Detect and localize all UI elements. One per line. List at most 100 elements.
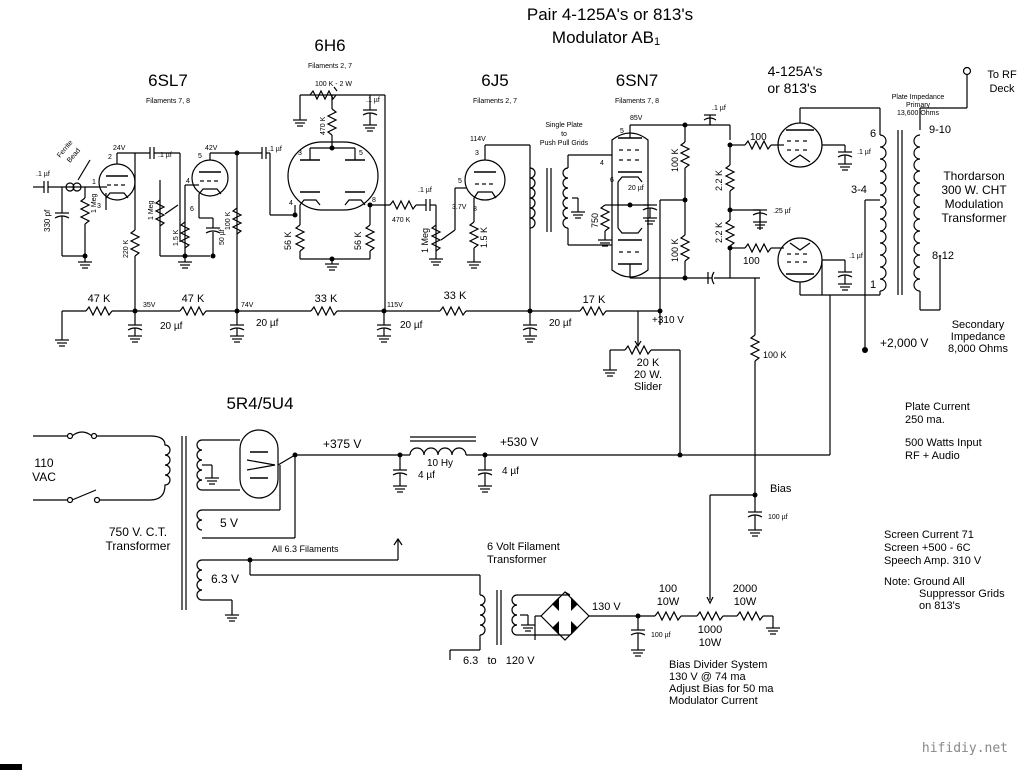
r2000-2: 10W	[734, 596, 757, 608]
pin-3-label: 3	[97, 203, 101, 210]
sec-imp-1: Secondary	[952, 319, 1005, 331]
r100k-label: 100 K	[225, 211, 232, 230]
v110-1: 110	[34, 456, 53, 470]
r-grid-label: 1 Meg	[91, 193, 98, 213]
v37-label: 3.7V	[452, 204, 467, 211]
v530-label: +530 V	[500, 435, 538, 449]
r100-a-label: 100	[750, 132, 767, 143]
v310-label: +310 V	[652, 315, 684, 326]
bias-label: Bias	[770, 483, 792, 495]
r470k-label: 470 K	[320, 116, 327, 135]
bias-divider-4: Modulator Current	[669, 695, 758, 707]
pin-5-label: 5	[198, 153, 202, 160]
v5-label: 5 V	[220, 516, 238, 530]
note-screen-3: Speech Amp. 310 V	[884, 555, 982, 567]
pt-label-1: 750 V. C.T.	[109, 525, 167, 539]
spp-label-1: Single Plate	[545, 122, 582, 129]
tube-rectifier-name: 5R4/5U4	[226, 394, 293, 413]
tube-final-name-1: 4-125A's	[768, 63, 823, 79]
r2k2-b-label: 2.2 K	[714, 222, 724, 243]
pin-6h6-5: 5	[359, 150, 363, 157]
pin-6j5-3: 3	[475, 150, 479, 157]
r100-b-label: 100	[743, 256, 760, 267]
plate-imp-1: Plate Impedance	[892, 94, 945, 101]
bias-divider-3: Adjust Bias for 50 ma	[669, 683, 774, 695]
pin-6sn7-4: 4	[600, 160, 604, 167]
r33k-1-label: 33 K	[315, 293, 338, 305]
xfmr-pin-6: 6	[870, 128, 876, 140]
r100k-bias-label: 100 K	[763, 350, 787, 360]
c100b-label: 100 µf	[651, 632, 671, 639]
sec-imp-2: Impedance	[951, 331, 1005, 343]
c01g-label: .1 µf	[849, 253, 863, 260]
final-tube-upper	[777, 122, 823, 168]
v85-label: 85V	[630, 115, 643, 122]
note-plate-current-1: Plate Current	[905, 401, 970, 413]
pin-6sn7-6: 6	[610, 177, 614, 184]
spp-label-3: Push Pull Grids	[540, 140, 589, 147]
c01b-label: .1 µf	[268, 146, 282, 153]
r100k-a-label: 100 K	[670, 148, 680, 172]
tube-6h6-name: 6H6	[314, 36, 345, 55]
component-labels: Ferrite Bead .1 µf 1 Meg 330 pf 2 1 3 24…	[32, 69, 1017, 707]
pin-6sn7-5: 5	[620, 128, 624, 135]
xfmr-pin-910: 9-10	[929, 124, 951, 136]
xfmr-pin-1: 1	[870, 279, 876, 291]
sec-imp-3: 8,000 Ohms	[948, 343, 1008, 355]
r56k-2-label: 56 K	[353, 231, 363, 250]
v110-2: VAC	[32, 470, 56, 484]
pin-6h6-8: 8	[372, 197, 376, 204]
pin-6j5-8: 8	[473, 206, 477, 213]
tube-6sl7-a	[98, 153, 136, 210]
input-stage	[33, 159, 98, 269]
note-plate-current-2: 250 ma.	[905, 414, 945, 426]
tube-6j5-filaments: Filaments 2, 7	[473, 98, 517, 105]
c25-label: .25 µf	[773, 208, 791, 215]
r100k-b-label: 100 K	[670, 238, 680, 262]
xfmr-pin-812: 8-12	[932, 250, 954, 262]
r17k-label: 17 K	[583, 294, 606, 306]
r1000-2: 10W	[699, 637, 722, 649]
note-watts-2: RF + Audio	[905, 450, 960, 462]
pin-1-label: 1	[92, 179, 96, 186]
tube-final-name-2: or 813's	[767, 80, 816, 96]
xfmr-name-1: Thordarson	[943, 169, 1004, 183]
v6312-label: 6.3 to 120 V	[463, 655, 535, 667]
r47k-1-label: 47 K	[88, 293, 111, 305]
pin-6h6-4: 4	[289, 200, 293, 207]
r1meg-label: 1 Meg	[148, 200, 155, 220]
tube-6h6	[287, 141, 379, 211]
r750-label: 750	[590, 213, 600, 228]
v42-label: 42V	[205, 145, 218, 152]
r56k-1-label: 56 K	[283, 231, 293, 250]
tube-6sn7-name: 6SN7	[616, 71, 659, 90]
r33k-2-label: 33 K	[444, 290, 467, 302]
input-cap-label: .1 µf	[36, 171, 50, 178]
note-watts-1: 500 Watts Input	[905, 437, 982, 449]
r2000-1: 2000	[733, 583, 757, 595]
v35-label: 35V	[143, 302, 156, 309]
tube-6j5	[464, 159, 506, 201]
tube-6sl7-b	[191, 153, 229, 197]
r2k2-a-label: 2.2 K	[714, 170, 724, 191]
r47k-2-label: 47 K	[182, 293, 205, 305]
choke-label: 10 Hy	[427, 458, 453, 469]
tube-6sn7-filaments: Filaments 7, 8	[615, 98, 659, 105]
pot20k-3: Slider	[634, 381, 662, 393]
r1k5-label: 1.5 K	[173, 229, 180, 246]
final-tube-lower	[777, 237, 823, 283]
c20-2-label: 20 µf	[256, 318, 279, 329]
v2000-label: +2,000 V	[880, 336, 928, 350]
pt-label-2: Transformer	[106, 539, 171, 553]
v24-label: 24V	[113, 145, 126, 152]
c4b-label: 4 µf	[502, 466, 519, 477]
c4a-label: 4 µf	[418, 470, 435, 481]
plate-imp-3: 13,600 Ohms	[897, 110, 940, 117]
v115-label: 115V	[387, 302, 403, 309]
note-screen-1: Screen Current 71	[884, 529, 974, 541]
r100-10w-1: 100	[659, 583, 677, 595]
pin-6-label: 6	[190, 206, 194, 213]
c50-label: 50 µf	[219, 229, 226, 245]
tube-6h6-filaments: Filaments 2, 7	[308, 63, 352, 70]
v63-label: 6.3 V	[211, 572, 239, 586]
